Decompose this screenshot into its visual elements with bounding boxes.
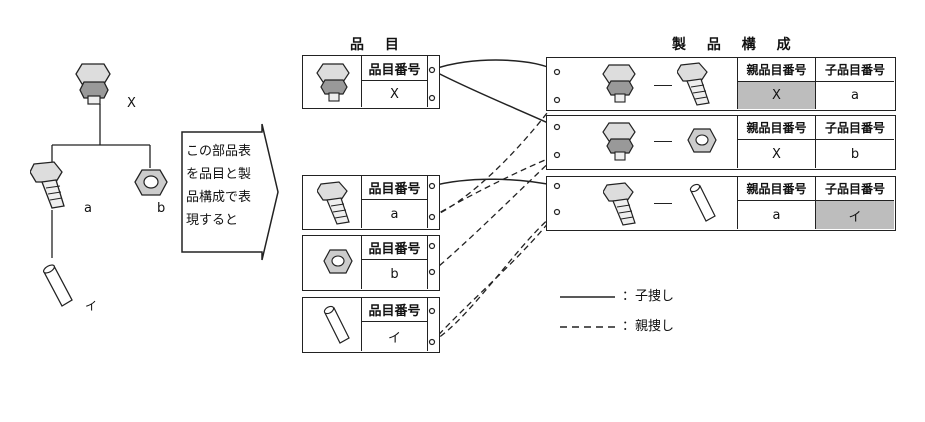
item-port-column — [427, 236, 439, 289]
item-field-label: 品目番号 — [361, 298, 427, 322]
item-card-b: 品目番号 b — [302, 235, 440, 291]
dash-separator — [654, 141, 672, 142]
parent-value: a — [737, 201, 815, 229]
child-value: b — [815, 140, 894, 168]
child-field-label: 子品目番号 — [815, 116, 894, 140]
item-port-column — [427, 298, 439, 351]
arrow-text: この部品表 を品目と製 品構成で表 現すると — [186, 140, 268, 232]
bolt-icon — [30, 161, 65, 209]
item-card-i: 品目番号 イ — [302, 297, 440, 353]
item-card-x: 品目番号 X — [302, 55, 440, 109]
arrow-text-line: 品構成で表 — [186, 190, 252, 205]
item-number-value: イ — [361, 322, 427, 351]
nut-icon — [134, 169, 168, 196]
structure-row: 親品目番号 子品目番号 X b — [546, 115, 896, 170]
dash-separator — [654, 203, 672, 204]
item-port-column — [427, 56, 439, 107]
structure-row: 親品目番号 子品目番号 a イ — [546, 176, 896, 231]
parent-field-label: 親品目番号 — [737, 177, 815, 201]
parent-field-label: 親品目番号 — [737, 116, 815, 140]
item-field-label: 品目番号 — [361, 236, 427, 260]
arrow-text-line: を品目と製 — [186, 167, 252, 182]
item-port-column — [427, 176, 439, 228]
bolt-with-nut-icon — [316, 63, 350, 102]
bolt-with-nut-icon — [602, 64, 636, 103]
child-field-label: 子品目番号 — [815, 58, 894, 82]
nut-icon — [687, 128, 717, 153]
bolt-icon — [317, 181, 350, 225]
item-field-label: 品目番号 — [361, 176, 427, 200]
pin-icon — [689, 183, 716, 222]
structure-row: 親品目番号 子品目番号 X a — [546, 57, 896, 111]
tree-child-a-label: a — [84, 201, 92, 216]
dash-separator — [654, 85, 672, 86]
bolt-with-nut-icon — [602, 122, 636, 161]
tree-child-b-label: b — [157, 201, 166, 216]
bolt-with-nut-icon — [75, 63, 111, 105]
child-value: イ — [815, 201, 894, 229]
item-card-a: 品目番号 a — [302, 175, 440, 230]
parent-field-label: 親品目番号 — [737, 58, 815, 82]
arrow-text-line: 現すると — [186, 213, 239, 228]
bolt-icon — [603, 182, 636, 226]
tree-root-label: X — [127, 96, 136, 111]
legend-solid-label: ：子捜し — [622, 289, 675, 304]
bolt-icon — [677, 62, 710, 106]
items-title: 品 目 — [350, 37, 407, 53]
nut-icon — [323, 249, 353, 274]
legend-dashed-label: ：親捜し — [622, 319, 675, 334]
parent-search-wires — [431, 99, 558, 343]
item-number-value: X — [361, 81, 427, 107]
item-number-value: a — [361, 200, 427, 228]
item-field-label: 品目番号 — [361, 56, 427, 81]
parent-value: X — [737, 140, 815, 168]
child-value: a — [815, 82, 894, 109]
structure-title: 製 品 構 成 — [672, 37, 799, 53]
parent-value: X — [737, 82, 815, 109]
pin-icon — [42, 264, 73, 307]
child-field-label: 子品目番号 — [815, 177, 894, 201]
tree-grandchild-label: イ — [85, 299, 98, 313]
transform-arrow — [181, 123, 279, 261]
pin-icon — [323, 305, 350, 344]
item-number-value: b — [361, 260, 427, 289]
arrow-text-line: この部品表 — [186, 144, 252, 159]
